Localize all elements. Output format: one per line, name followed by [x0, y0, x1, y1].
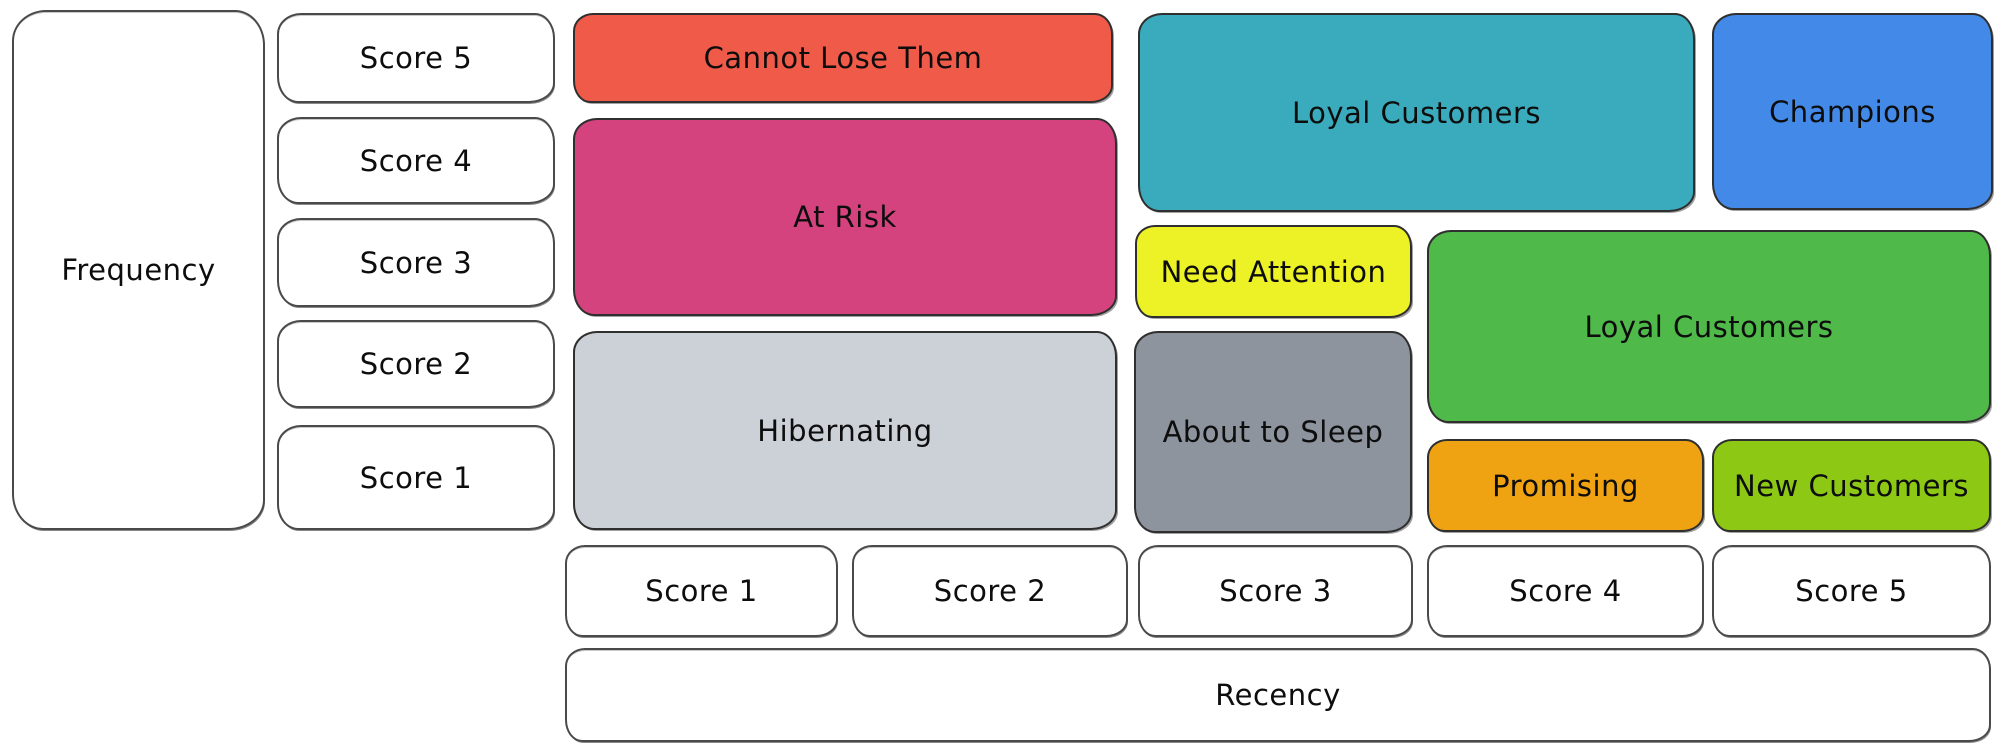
frequency-score-2: Score 2 — [277, 320, 555, 408]
recency-score-5-text: Score 5 — [1795, 574, 1908, 608]
frequency-score-3-text: Score 3 — [359, 245, 473, 280]
frequency-score-4-text: Score 4 — [359, 143, 473, 178]
frequency-score-1: Score 1 — [277, 425, 555, 530]
frequency-axis-text: Frequency — [61, 253, 216, 287]
frequency-axis-label: Frequency — [12, 10, 265, 530]
segment-need-attention-text: Need Attention — [1160, 254, 1387, 289]
segment-new-customers: New Customers — [1712, 439, 1991, 532]
segment-cannot-lose-them-text: Cannot Lose Them — [703, 41, 983, 75]
segment-champions-text: Champions — [1769, 94, 1936, 129]
segment-about-to-sleep-text: About to Sleep — [1162, 415, 1384, 449]
frequency-score-3: Score 3 — [277, 218, 555, 307]
frequency-score-2-text: Score 2 — [359, 347, 473, 381]
recency-axis-label: Recency — [565, 648, 1991, 742]
segment-at-risk: At Risk — [573, 118, 1117, 316]
segment-at-risk-text: At Risk — [793, 200, 897, 234]
segment-need-attention: Need Attention — [1135, 225, 1412, 318]
recency-score-4: Score 4 — [1427, 545, 1704, 637]
recency-score-2-text: Score 2 — [933, 574, 1047, 608]
recency-score-3: Score 3 — [1138, 545, 1413, 637]
recency-score-2: Score 2 — [852, 545, 1128, 637]
recency-score-5: Score 5 — [1712, 545, 1991, 637]
segment-loyal-customers-upper-text: Loyal Customers — [1291, 95, 1542, 130]
segment-loyal-customers-lower: Loyal Customers — [1427, 230, 1991, 423]
recency-axis-text: Recency — [1215, 678, 1341, 712]
recency-score-1: Score 1 — [565, 545, 838, 637]
segment-hibernating-text: Hibernating — [757, 413, 933, 448]
segment-promising: Promising — [1427, 439, 1704, 532]
frequency-score-4: Score 4 — [277, 117, 555, 204]
segment-new-customers-text: New Customers — [1734, 468, 1969, 503]
frequency-score-5-text: Score 5 — [359, 41, 473, 75]
segment-about-to-sleep: About to Sleep — [1134, 331, 1412, 533]
segment-loyal-customers-upper: Loyal Customers — [1138, 13, 1695, 212]
segment-loyal-customers-lower-text: Loyal Customers — [1584, 309, 1834, 344]
recency-score-1-text: Score 1 — [645, 574, 758, 608]
recency-score-4-text: Score 4 — [1509, 574, 1622, 608]
recency-score-3-text: Score 3 — [1219, 574, 1332, 608]
segment-cannot-lose-them: Cannot Lose Them — [573, 13, 1113, 103]
frequency-score-5: Score 5 — [277, 13, 555, 103]
segment-hibernating: Hibernating — [573, 331, 1117, 530]
frequency-score-1-text: Score 1 — [359, 460, 473, 495]
segment-champions: Champions — [1712, 13, 1993, 210]
segment-promising-text: Promising — [1492, 468, 1639, 503]
